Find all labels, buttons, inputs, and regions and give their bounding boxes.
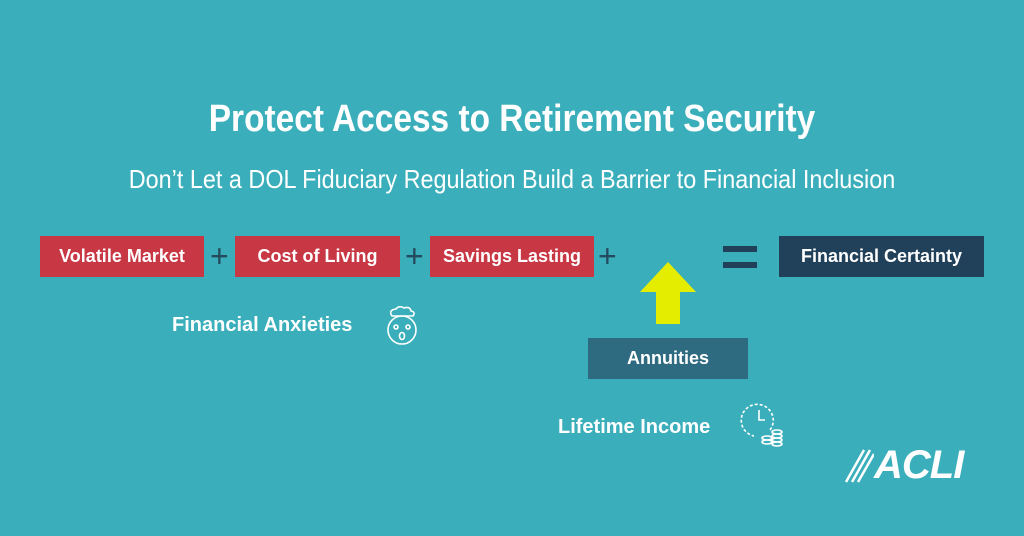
page-title: Protect Access to Retirement Security xyxy=(208,98,816,140)
term-volatile-market: Volatile Market xyxy=(40,236,204,277)
subtitle: Don’t Let a DOL Fiduciary Regulation Bui… xyxy=(128,164,896,194)
equals-icon xyxy=(723,246,757,268)
plus-sign: + xyxy=(405,238,424,274)
annuities-box: Annuities xyxy=(588,338,748,379)
financial-anxieties-label: Financial Anxieties xyxy=(172,314,353,336)
clock-coins-icon xyxy=(740,403,783,447)
plus-sign: + xyxy=(598,238,617,274)
term-cost-of-living: Cost of Living xyxy=(235,236,400,277)
result-financial-certainty: Financial Certainty xyxy=(779,236,984,277)
acli-logo: ACLI xyxy=(844,443,964,488)
logo-text: ACLI xyxy=(874,443,964,487)
term-savings-lasting: Savings Lasting xyxy=(430,236,594,277)
stressed-face-icon xyxy=(387,306,417,345)
plus-sign: + xyxy=(210,238,229,274)
up-arrow-icon xyxy=(640,262,696,324)
lifetime-income-label: Lifetime Income xyxy=(558,416,711,438)
